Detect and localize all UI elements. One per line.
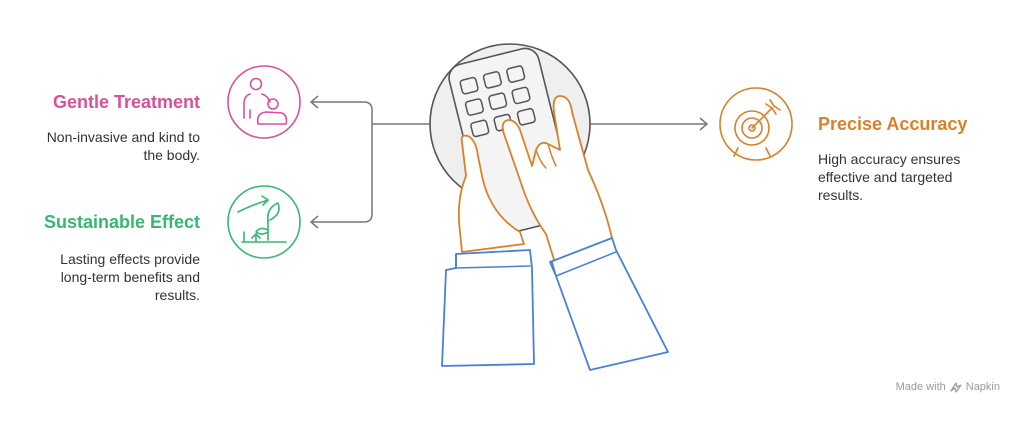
hands-with-keypad-device-icon <box>429 43 669 371</box>
right-hand <box>501 95 613 267</box>
sustainable-effect-description: Lasting effects provide long-term benefi… <box>60 250 200 304</box>
precise-accuracy-title: Precise Accuracy <box>818 114 968 134</box>
left-hand <box>457 134 525 253</box>
sustainable-effect-title: Sustainable Effect <box>43 212 200 232</box>
napkin-logo-icon <box>950 382 962 393</box>
sustainable-desc-line-3: results. <box>154 287 200 303</box>
connector-lines <box>309 95 709 229</box>
growing-plant-icon <box>227 185 301 259</box>
caregiver-icon <box>227 65 301 139</box>
gentle-treatment-title: Gentle Treatment <box>52 92 200 112</box>
right-sleeve <box>549 237 669 371</box>
connector-to-gentle <box>312 101 430 125</box>
left-sleeve <box>441 249 535 367</box>
precise-accuracy-description: High accuracy ensures effective and targ… <box>818 150 960 204</box>
target-icon <box>719 87 793 161</box>
sustainable-desc-line-2: long-term benefits and <box>60 269 200 285</box>
footer-brand: Napkin <box>965 381 1000 393</box>
precise-desc-line-2: effective and targeted <box>818 169 953 185</box>
gentle-desc-line-2: the body. <box>143 147 200 163</box>
footer-text: Made with <box>895 381 946 393</box>
arrow-head-gentle <box>309 95 319 109</box>
arrow-head-sustainable <box>309 215 319 229</box>
gentle-desc-line-1: Non-invasive and kind to <box>46 129 200 145</box>
sustainable-desc-line-1: Lasting effects provide <box>60 251 200 267</box>
precise-desc-line-3: results. <box>818 187 864 203</box>
made-with-napkin-footer[interactable]: Made with Napkin <box>896 381 1000 393</box>
precise-desc-line-1: High accuracy ensures <box>818 151 961 167</box>
gentle-treatment-description: Non-invasive and kind to the body. <box>47 128 200 164</box>
connector-to-sustainable <box>312 124 373 223</box>
arrow-head-precise <box>699 117 709 131</box>
keypad-keys <box>459 65 536 138</box>
